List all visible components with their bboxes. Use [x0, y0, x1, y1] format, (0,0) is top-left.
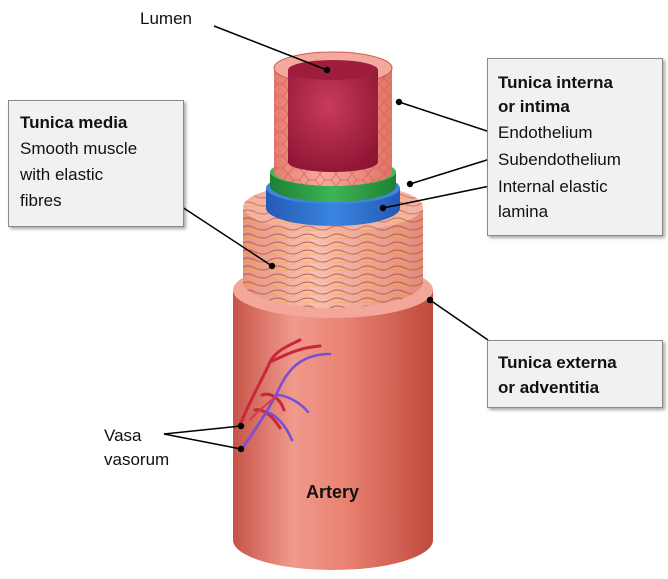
vasa-vasorum-label-line2: vasorum: [104, 449, 169, 470]
tunica-externa-title: Tunica externa: [498, 352, 617, 373]
lumen-label: Lumen: [140, 8, 192, 29]
internal-elastic-label-line2: lamina: [498, 201, 548, 222]
tunica-externa-title-line2: or adventitia: [498, 377, 599, 398]
tunica-media-title: Tunica media: [20, 112, 127, 133]
tunica-media-line1: Smooth muscle: [20, 138, 137, 159]
vasa-vasorum-label: Vasa: [104, 425, 142, 446]
tunica-media-line2: with elastic: [20, 164, 103, 185]
artery-label: Artery: [306, 482, 359, 503]
subendothelium-label: Subendothelium: [498, 149, 621, 170]
lumen-cavity: [288, 60, 378, 172]
endothelium-label: Endothelium: [498, 122, 593, 143]
internal-elastic-label: Internal elastic: [498, 176, 608, 197]
tunica-media-line3: fibres: [20, 190, 62, 211]
tunica-interna-title: Tunica interna: [498, 72, 613, 93]
tunica-interna-title-line2: or intima: [498, 96, 570, 117]
